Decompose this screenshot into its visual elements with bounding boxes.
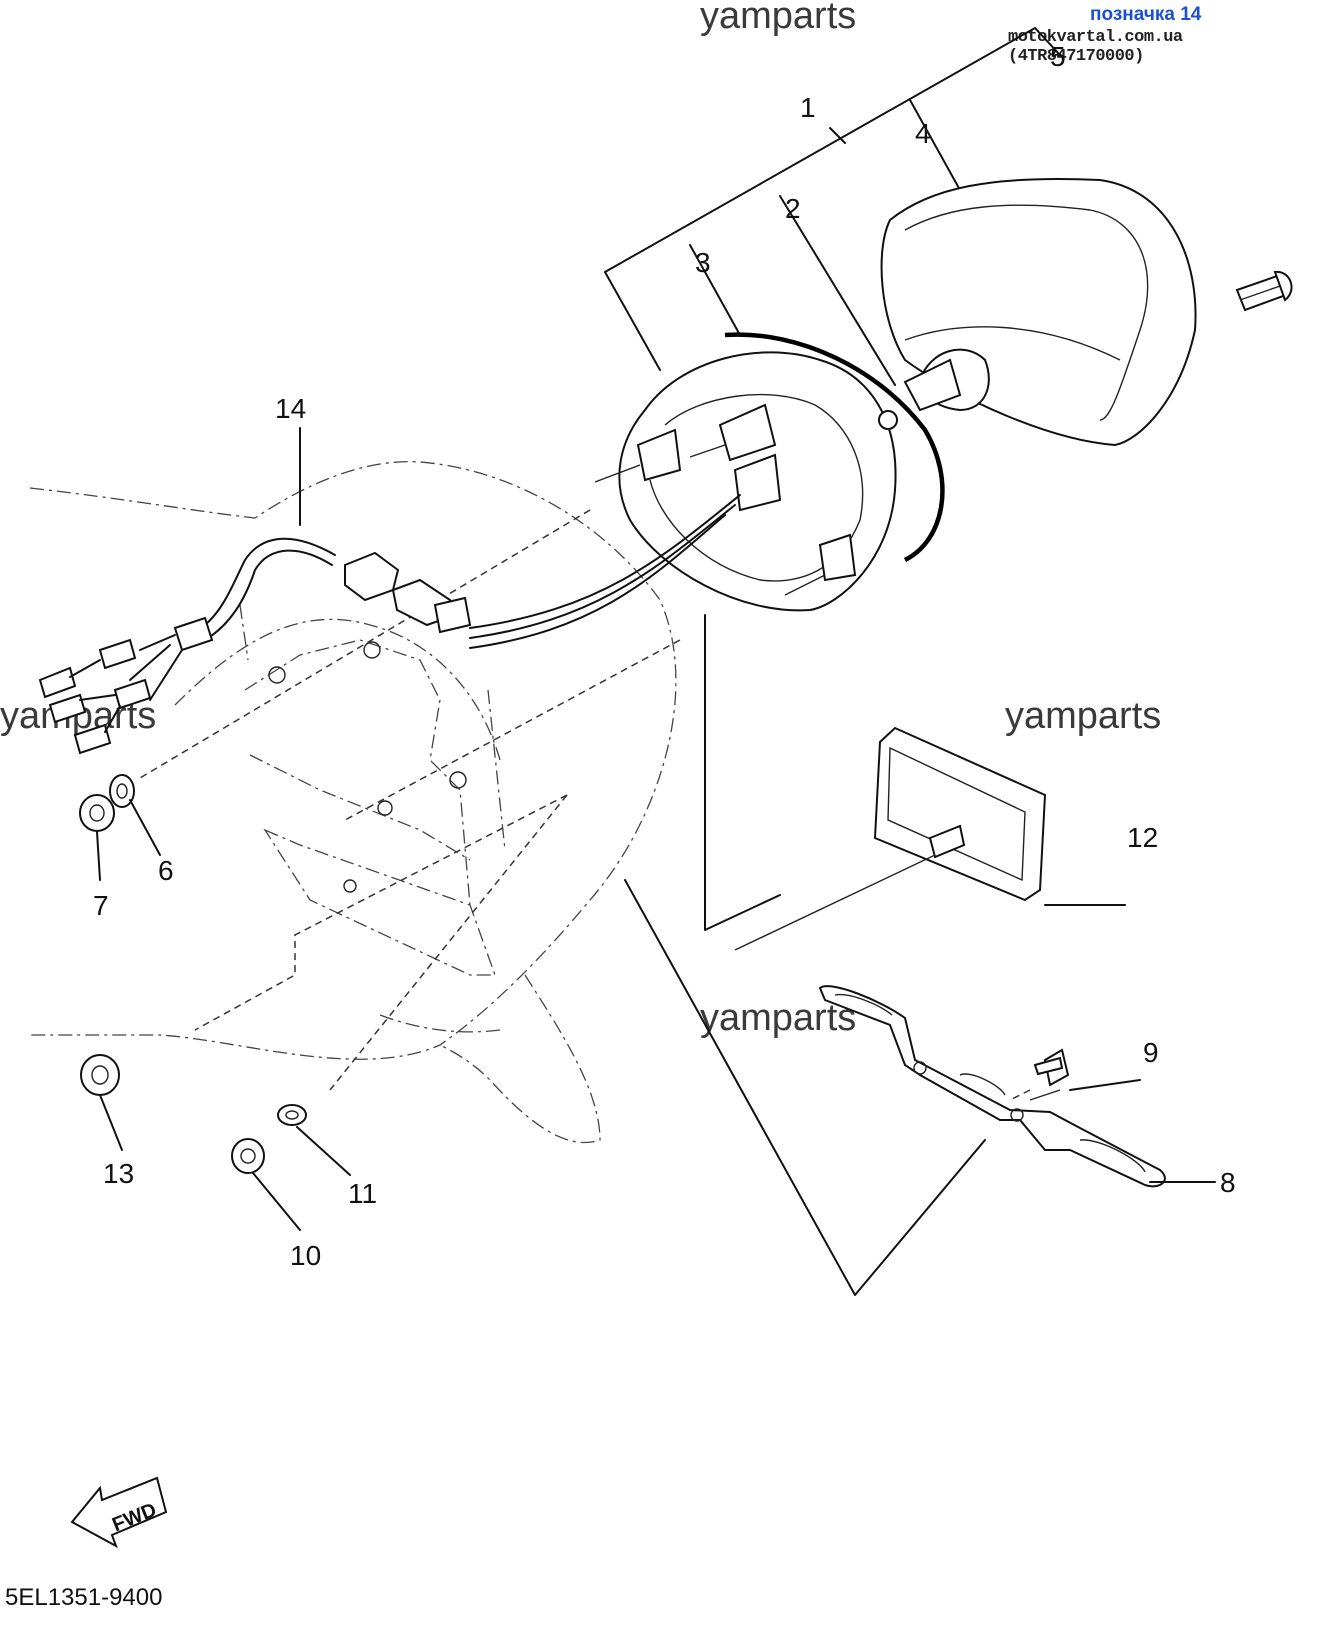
callout-6: 6	[158, 855, 174, 886]
callout-9: 9	[1143, 1037, 1159, 1068]
nut-10	[231, 1138, 265, 1174]
reflector	[734, 726, 1047, 951]
nut-7	[79, 794, 115, 832]
callout-5: 5	[1050, 41, 1066, 72]
reference-label: позначка 14	[1090, 4, 1202, 25]
callout-1: 1	[800, 92, 816, 123]
taillight-lens	[880, 177, 1197, 447]
leader-lines	[96, 427, 1216, 1231]
callout-10: 10	[290, 1240, 321, 1271]
screw-5	[1235, 270, 1293, 312]
callout-7: 7	[93, 890, 109, 921]
assembly-bracket-lower	[704, 614, 781, 931]
plate-mount-outline	[244, 639, 496, 976]
callout-13: 13	[103, 1158, 134, 1189]
assembly-bracket-bottom	[624, 879, 986, 1296]
watermark-middle: yamparts	[700, 997, 856, 1039]
bulb	[903, 358, 962, 412]
washer-6	[109, 774, 135, 808]
source-label: motokvartal.com.ua (4TR847170000)	[1008, 28, 1183, 66]
drawing-code: 5EL1351-9400	[5, 1584, 162, 1611]
callout-11: 11	[348, 1178, 377, 1209]
rear-fender-outline	[29, 461, 677, 1144]
plate-bracket	[818, 985, 1166, 1188]
callout-2: 2	[785, 193, 801, 224]
callout-8: 8	[1220, 1167, 1236, 1198]
callout-3: 3	[695, 247, 711, 278]
watermark-right: yamparts	[1005, 695, 1161, 737]
bolt-9	[1029, 1048, 1070, 1101]
washer-11	[277, 1104, 307, 1126]
forward-arrow-icon: FWD	[70, 1476, 168, 1549]
assembly-bracket	[604, 27, 1061, 386]
callout-4: 4	[915, 118, 931, 149]
wire-harness	[38, 494, 741, 755]
nut-13	[80, 1054, 120, 1096]
callout-14: 14	[275, 393, 306, 424]
callout-12: 12	[1127, 822, 1158, 853]
watermark-top: yamparts	[700, 0, 856, 37]
